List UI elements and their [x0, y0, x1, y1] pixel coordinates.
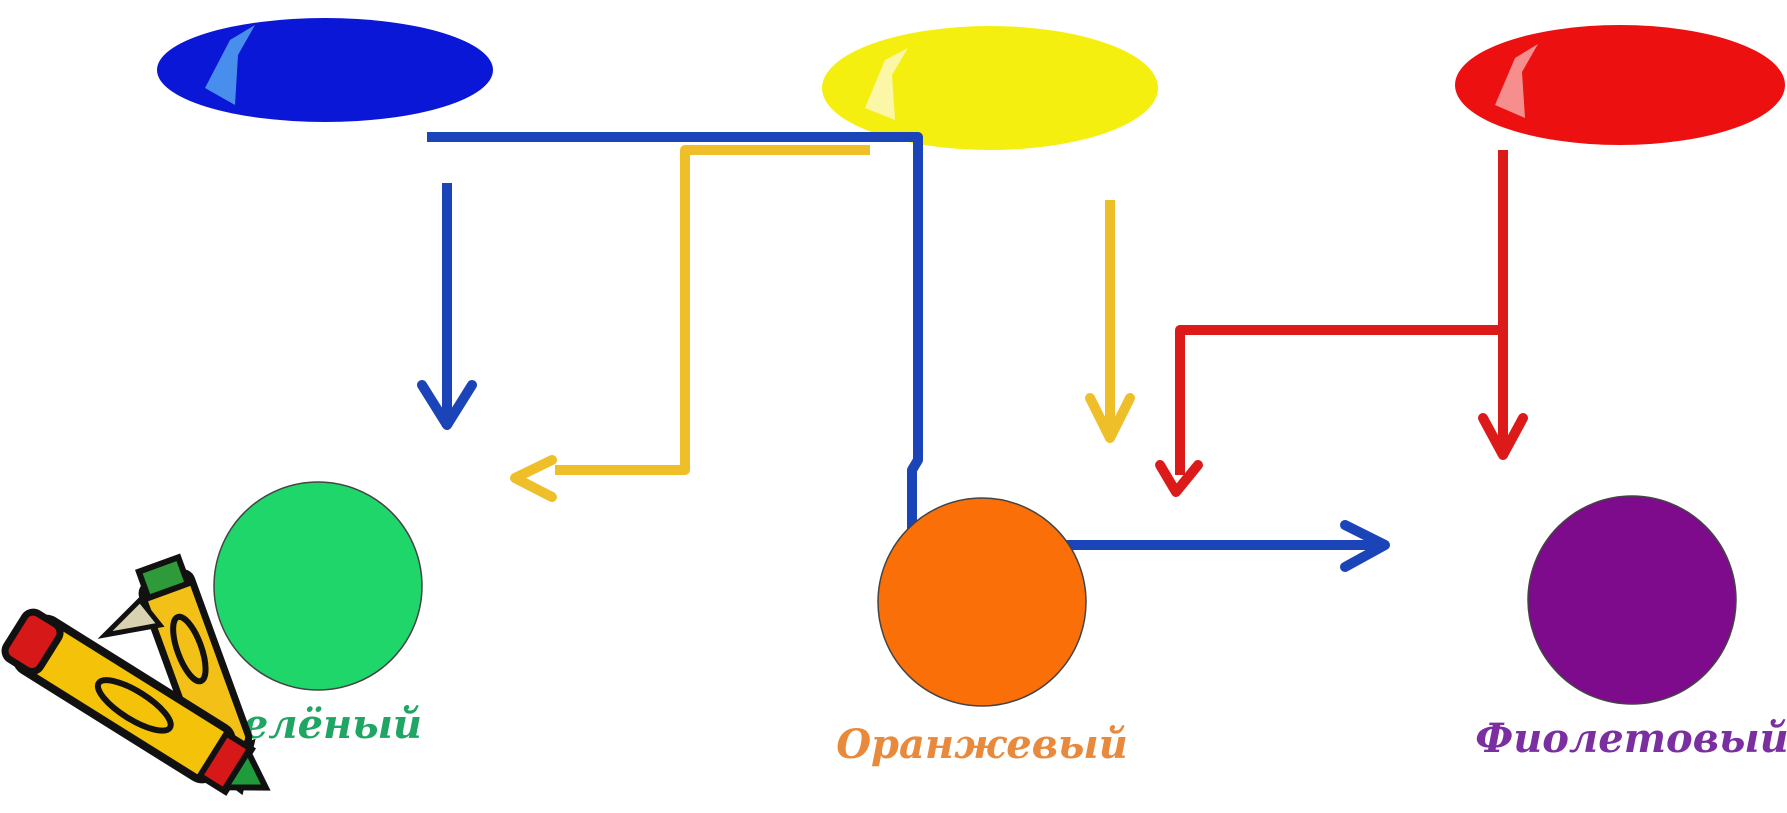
yellow-arrowhead-to-green — [510, 455, 557, 502]
yellow-connector-lines — [555, 145, 1115, 475]
red-arrowhead-to-orange — [1155, 460, 1203, 497]
yellow-arrowhead-to-orange — [1085, 393, 1135, 443]
blue-connector-lines — [427, 132, 1375, 550]
primary-blue-oval — [157, 18, 493, 122]
primary-yellow-oval — [822, 26, 1158, 150]
blue-arrowhead-to-green — [417, 380, 477, 430]
crayons-clipart-icon — [1, 553, 271, 796]
primary-red-oval — [1455, 25, 1785, 145]
red-connector-lines — [1175, 150, 1508, 475]
secondary-orange-circle — [877, 497, 1087, 707]
secondary-green-circle — [213, 481, 423, 691]
red-arrowhead-to-purple — [1478, 413, 1528, 460]
blue-arrowhead-to-purple — [1340, 520, 1390, 572]
label-orange: Оранжевый — [836, 721, 1128, 768]
secondary-purple-circle — [1527, 495, 1737, 705]
label-purple: Фиолетовый — [1475, 715, 1787, 762]
